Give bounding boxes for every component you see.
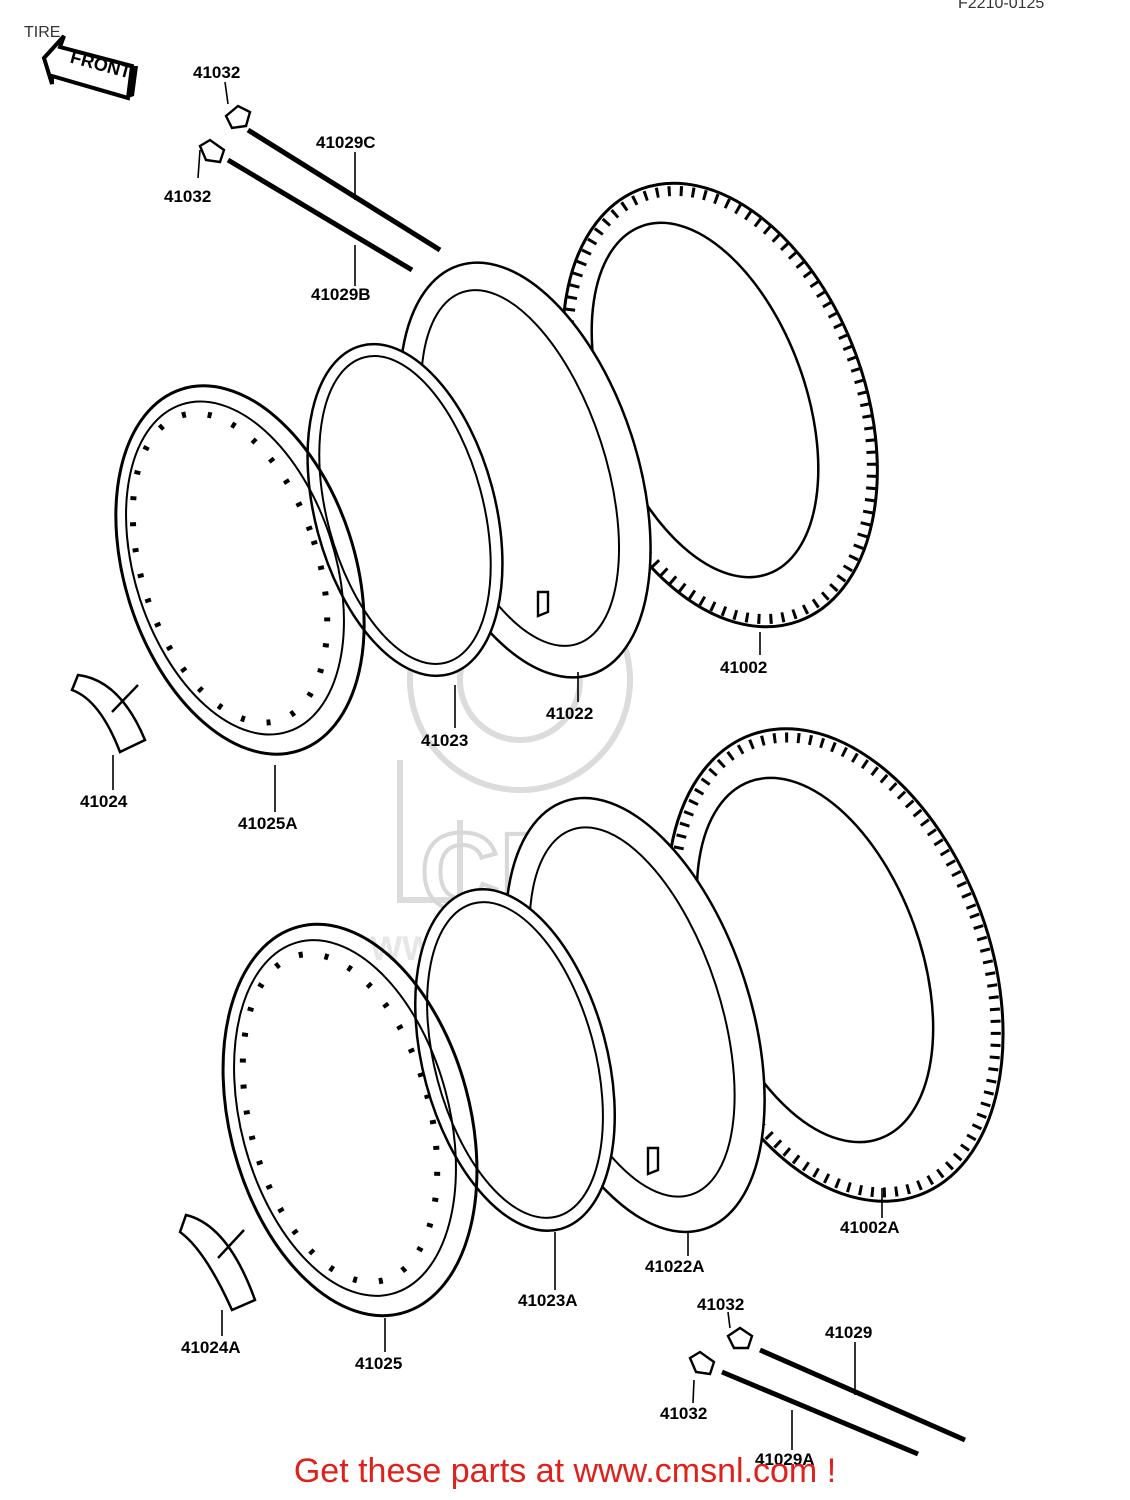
diagram-title: TIRE xyxy=(24,24,60,41)
figure-code: F2210-0125 xyxy=(958,0,1044,12)
part-label-41029b[interactable]: 41029B xyxy=(311,285,371,304)
part-label-41024a[interactable]: 41024A xyxy=(181,1338,241,1357)
front-arrow-icon: FRONT xyxy=(41,34,138,101)
spoke-41029 xyxy=(726,1326,967,1443)
part-label-41032-b[interactable]: 41032 xyxy=(164,187,211,206)
part-label-41025a[interactable]: 41025A xyxy=(238,814,298,833)
part-label-41022a[interactable]: 41022A xyxy=(645,1257,705,1276)
spoke-41029b xyxy=(198,138,414,273)
spoke-41029a xyxy=(688,1350,919,1457)
rim-band-41023a xyxy=(414,888,616,1232)
footer-cta-link[interactable]: Get these parts at www.cmsnl.com ! xyxy=(293,1452,837,1490)
rim-41025 xyxy=(221,922,479,1318)
spoke-41029c xyxy=(224,104,442,253)
part-label-41023[interactable]: 41023 xyxy=(421,731,468,750)
part-label-41022[interactable]: 41022 xyxy=(546,704,593,723)
part-label-41032-d[interactable]: 41032 xyxy=(660,1404,707,1423)
part-labels: 41032 41029C 41032 41029B 41002 41022 41… xyxy=(80,63,900,1469)
part-label-41025[interactable]: 41025 xyxy=(355,1354,402,1373)
rim-41025a xyxy=(114,384,366,756)
part-label-41032-a[interactable]: 41032 xyxy=(193,63,240,82)
part-label-41032-c[interactable]: 41032 xyxy=(697,1295,744,1314)
part-label-41029c[interactable]: 41029C xyxy=(316,133,376,152)
rim-lock-41024a xyxy=(178,1213,257,1312)
part-label-41002a[interactable]: 41002A xyxy=(840,1218,900,1237)
part-label-41024[interactable]: 41024 xyxy=(80,792,128,811)
rim-lock-41024 xyxy=(70,673,147,754)
leader-lines xyxy=(112,81,883,1450)
part-label-41002[interactable]: 41002 xyxy=(720,658,767,677)
part-label-41029a[interactable]: 41029A xyxy=(755,1450,815,1469)
part-label-41029[interactable]: 41029 xyxy=(825,1323,872,1342)
part-label-41023a[interactable]: 41023A xyxy=(518,1291,578,1310)
rim-band-41023 xyxy=(306,342,504,678)
